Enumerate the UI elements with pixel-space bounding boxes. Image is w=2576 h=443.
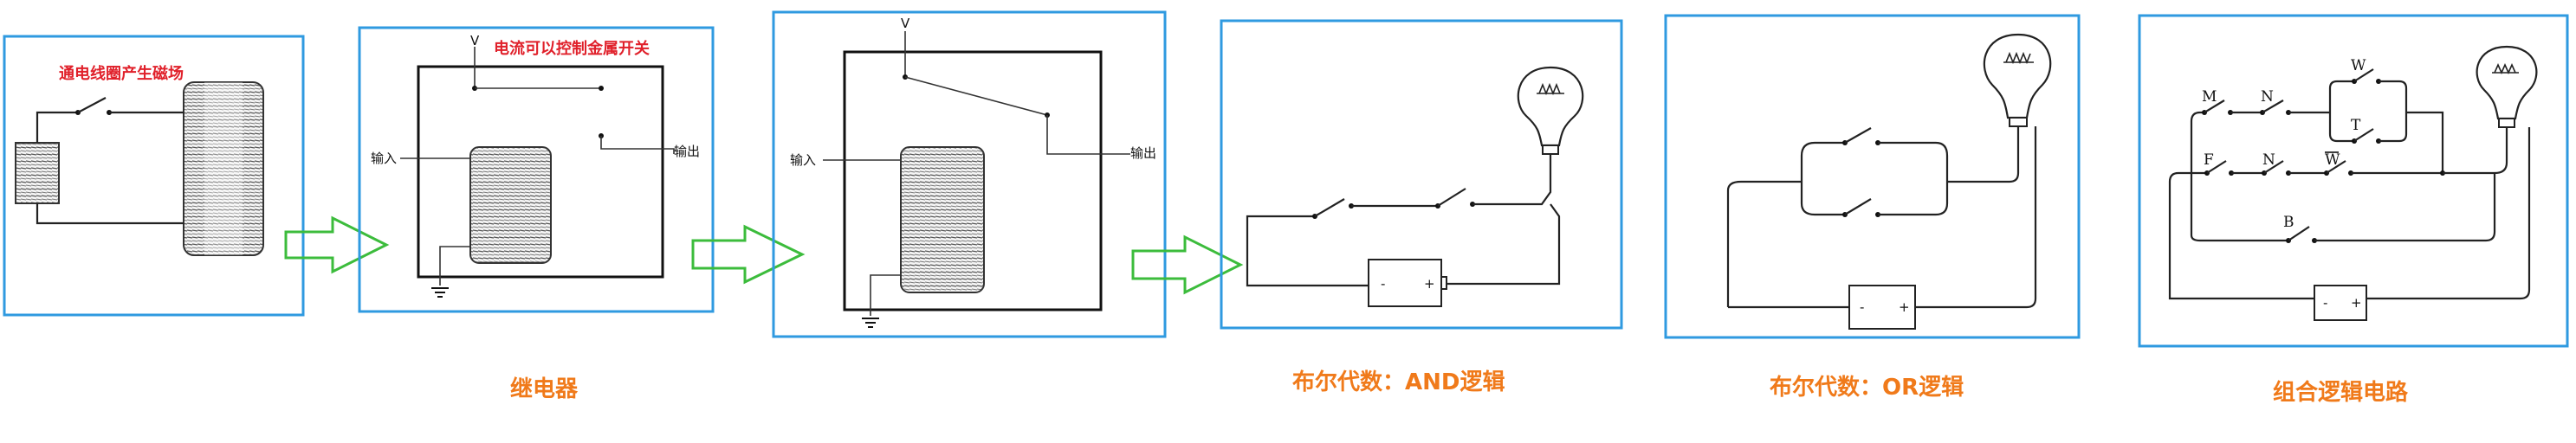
output-label: 输出	[1130, 145, 1156, 161]
panel-relay-closed: V 输出 输入	[772, 10, 1167, 338]
input-label: 输入	[790, 152, 816, 168]
switch-label-n2: N	[2262, 151, 2275, 169]
hollow-right-arrow-icon	[691, 224, 806, 285]
relay-box	[417, 65, 664, 279]
switch-label-n1: N	[2261, 88, 2274, 106]
panel-relay-open: V 电流可以控制金属开关 输出 输入	[358, 26, 715, 313]
panel-frame	[1220, 19, 1623, 330]
light-bulb-icon	[1983, 33, 2052, 127]
voltage-label: V	[901, 16, 910, 31]
battery-icon: - +	[1368, 259, 1447, 307]
panel-combined-logic: M N W T F N W	[2138, 14, 2569, 348]
battery-plus: +	[2351, 295, 2362, 311]
caption-and: 布尔代数：AND逻辑	[1292, 369, 1505, 395]
switch	[77, 97, 107, 113]
battery-plus: +	[1424, 276, 1435, 292]
caption-combined: 组合逻辑电路	[2273, 379, 2409, 406]
switch-label-b: B	[2283, 214, 2294, 231]
battery-minus: -	[1860, 299, 1864, 315]
light-bulb-icon	[2476, 45, 2538, 128]
output-label: 输出	[674, 144, 700, 159]
coil-icon	[469, 146, 552, 264]
panel-frame	[772, 10, 1167, 338]
switch-label-w2: W	[2325, 151, 2340, 169]
panel-frame	[2138, 14, 2569, 348]
hollow-right-arrow-icon	[1131, 234, 1244, 295]
input-label: 输入	[371, 151, 397, 166]
panel-and-logic: - +	[1220, 19, 1623, 330]
coil-icon	[900, 146, 985, 293]
magnet-label: 通电线圈产生磁场	[59, 64, 184, 83]
switch-label-w1: W	[2351, 57, 2366, 74]
light-bulb-icon	[1517, 66, 1584, 155]
switch-label-m: M	[2202, 88, 2217, 106]
panel-frame	[1664, 14, 2081, 339]
battery-plus: +	[1899, 299, 1910, 315]
relay-box	[843, 50, 1103, 311]
switch-label-t: T	[2351, 117, 2361, 134]
ground-icon	[431, 287, 449, 298]
hollow-right-arrow-icon	[284, 215, 390, 274]
panel-frame	[358, 26, 715, 313]
caption-or: 布尔代数：OR逻辑	[1770, 374, 1964, 401]
panel-frame	[3, 35, 305, 317]
panel-electromagnet: 通电线圈产生磁场	[3, 35, 305, 317]
battery-icon: - +	[2314, 285, 2367, 321]
battery-icon: - +	[1848, 285, 1916, 330]
relay-control-label: 电流可以控制金属开关	[494, 39, 650, 58]
panel-or-logic: - +	[1664, 14, 2081, 339]
battery-minus: -	[2323, 295, 2327, 311]
caption-relay: 继电器	[510, 376, 579, 402]
coil-icon	[183, 81, 264, 256]
voltage-label: V	[470, 33, 480, 48]
battery-icon	[15, 142, 60, 204]
battery-minus: -	[1381, 276, 1385, 292]
ground-icon	[862, 318, 879, 328]
wire	[36, 111, 76, 143]
switch-label-f: F	[2204, 151, 2214, 169]
